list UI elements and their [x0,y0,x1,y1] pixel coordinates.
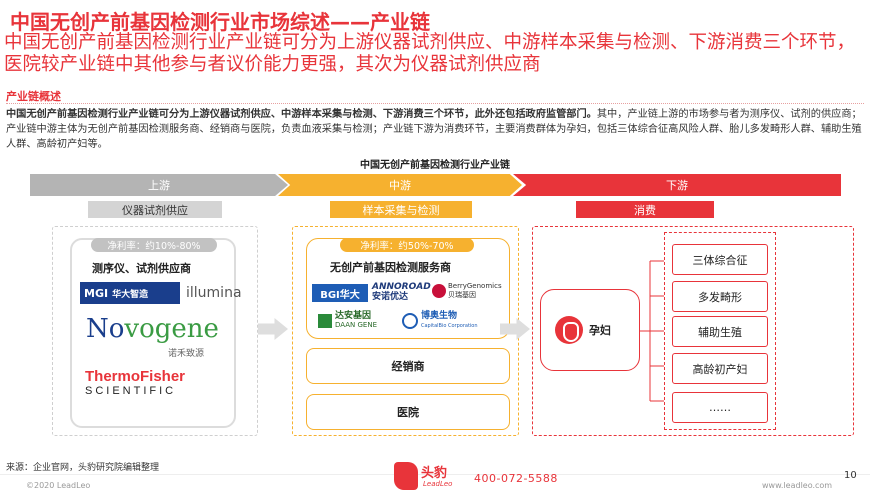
mgi-illumina-logos: MGI 华大智造 illumina [80,282,242,304]
copyright: ©2020 LeadLeo [26,481,91,490]
capitalbio-logo: 博奥生物 CapitalBio Corporation [402,311,478,331]
category-downstream: 消费 [576,201,714,218]
brand-name: 头豹 [421,466,448,481]
berry-genomics-en: BerryGenomics [448,282,502,290]
source-note: 来源：企业官网，头豹研究院编辑整理 [6,463,160,473]
annoroad-logo-en: ANNOROAD [372,282,431,292]
page-title: 中国无创产前基因检测行业市场综述——产业链 [10,10,430,34]
midstream-heading: 无创产前基因检测服务商 [330,261,451,274]
brand-name-en: LeadLeo [423,480,453,488]
bgi-logo: BGI华大 [312,284,368,302]
daan-gene-icon [318,314,332,328]
annoroad-logo: ANNOROAD 安诺优达 [372,282,431,302]
branch-connector [640,260,664,402]
page-number: 10 [844,470,857,481]
novogene-logo: Novogene 诺禾致源 [86,314,219,359]
stage-upstream: 上游 [30,174,288,196]
stage-downstream: 下游 [513,174,841,196]
daan-gene-en: DAAN GENE [335,321,378,329]
consumer-group-item: 三体综合征 [672,244,768,275]
intro-paragraph: 中国无创产前基因检测行业产业链可分为上游仪器试剂供应、中游样本采集与检测、下游消… [6,107,864,152]
intro-rest: 其中，产业链上游的市场参与者为测序仪、试剂的供应商；产业链中游主体为无创产前基因… [6,109,862,150]
upstream-panel [52,226,258,436]
page-subtitle: 中国无创产前基因检测行业产业链可分为上游仪器试剂供应、中游样本采集与检测、下游消… [4,32,856,75]
annoroad-logo-cn: 安诺优达 [372,292,409,302]
novogene-logo-cn: 诺禾致源 [168,349,205,359]
consumer-group-item: …… [672,392,768,423]
upstream-margin-badge: 净利率：约10%-80% [91,238,217,252]
hospital-box: 医院 [306,394,510,430]
mgi-logo-cn: 华大智造 [112,289,149,300]
arrow-right-icon [500,318,530,340]
capitalbio-icon [402,313,418,329]
stage-midstream: 中游 [278,174,522,196]
consumer-group-item: 辅助生殖 [672,316,768,347]
berry-genomics-logo: BerryGenomics 贝瑞基因 [432,282,502,300]
consumer-label: 孕妇 [589,324,611,337]
capitalbio-en: CapitalBio Corporation [421,323,478,329]
novogene-logo-part2: vogene [124,314,219,344]
arrow-right-icon [258,318,288,340]
section-divider [6,103,864,104]
novogene-logo-part1: No [86,314,125,344]
mgi-logo-en: MGI [84,286,109,300]
category-midstream: 样本采集与检测 [330,201,472,218]
leadleo-logo-icon [394,462,418,490]
daan-gene-logo: 达安基因 DAAN GENE [318,312,377,330]
section-heading: 产业链概述 [6,90,61,103]
capitalbio-cn: 博奥生物 [421,311,458,321]
consumer-groups-frame [664,232,776,430]
footer-divider [0,474,870,475]
pregnant-card [540,289,640,371]
consumer-group-item: 多发畸形 [672,281,768,312]
category-upstream: 仪器试剂供应 [88,201,222,218]
illumina-logo: illumina [186,285,242,301]
phone-number: 400-072-5588 [474,472,558,485]
berry-genomics-cn: 贝瑞基因 [448,291,476,299]
berry-genomics-icon [432,284,446,298]
thermofisher-logo: ThermoFisher SCIENTIFIC [85,368,185,397]
midstream-margin-badge: 净利率：约50%-70% [340,238,474,252]
diagram-title: 中国无创产前基因检测行业产业链 [360,160,510,171]
daan-gene-cn: 达安基因 [335,311,372,321]
thermofisher-logo-bottom: SCIENTIFIC [85,385,177,397]
mgi-logo: MGI 华大智造 [80,282,180,304]
pregnant-woman-icon [555,316,583,344]
thermofisher-logo-top: ThermoFisher [85,368,186,385]
intro-bold: 中国无创产前基因检测行业产业链可分为上游仪器试剂供应、中游样本采集与检测、下游消… [6,109,597,120]
upstream-heading: 测序仪、试剂供应商 [92,262,191,275]
distributor-box: 经销商 [306,348,510,384]
consumer-group-item: 高龄初产妇 [672,353,768,384]
downstream-panel [532,226,854,436]
website: www.leadleo.com [762,481,833,490]
